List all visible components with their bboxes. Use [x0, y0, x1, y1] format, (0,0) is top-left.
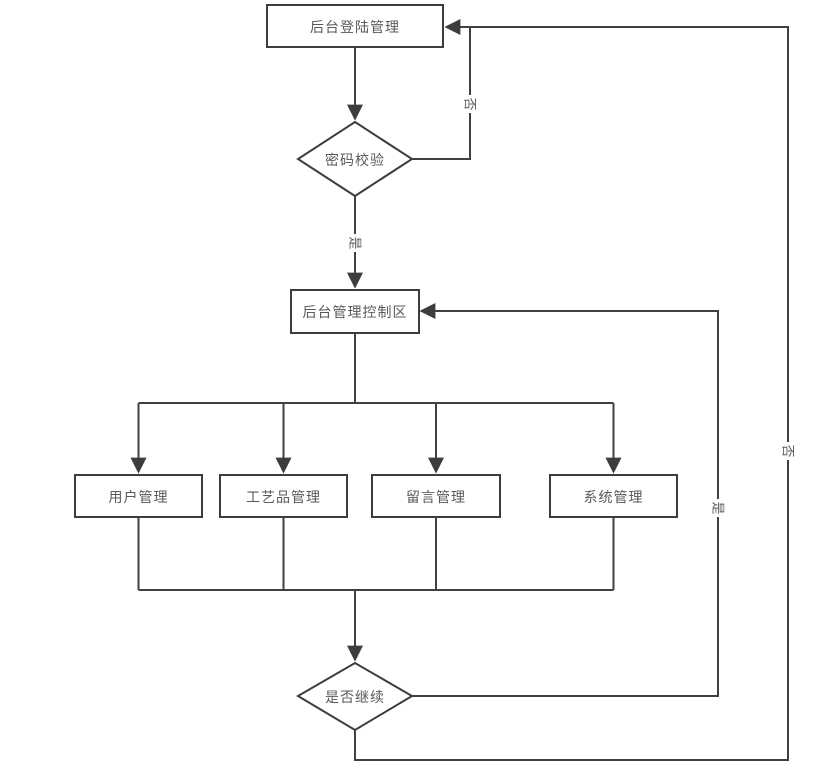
- node-user-label: 用户管理: [109, 489, 169, 505]
- node-login-label: 后台登陆管理: [310, 19, 400, 35]
- edge-label-verify-yes-text: 是: [348, 236, 363, 249]
- edge-label-continue-yes: 是: [709, 499, 727, 517]
- node-system-label: 系统管理: [584, 489, 644, 505]
- edge-label-continue-no-text: 否: [781, 444, 796, 457]
- node-system-box: [549, 474, 678, 518]
- edge-verify-no-to-login: [412, 19, 471, 160]
- edges: [130, 19, 789, 761]
- node-message: 留言管理: [371, 474, 501, 518]
- node-control-box: [290, 289, 420, 334]
- node-login: 后台登陆管理: [266, 4, 444, 48]
- edge-label-verify-no-bg: [461, 95, 479, 113]
- nodes: 后台登陆管理 密码校验 后台管理控制区 用户管理 工艺品管理 留言管理 系统管理: [74, 4, 678, 732]
- node-control: 后台管理控制区: [290, 289, 420, 334]
- edge-label-verify-yes-bg: [346, 234, 364, 252]
- edge-label-continue-yes-text: 是: [711, 501, 726, 514]
- node-continue-label: 是否继续: [325, 689, 385, 705]
- edge-continue-no-to-login: [354, 26, 789, 761]
- node-continue-diamond: [296, 661, 414, 732]
- node-verify-label: 密码校验: [325, 152, 385, 168]
- edge-label-continue-no: 否: [779, 442, 797, 460]
- edge-label-continue-no-bg: [779, 442, 797, 460]
- node-user: 用户管理: [74, 474, 203, 518]
- node-message-box: [371, 474, 501, 518]
- edge-label-verify-no-text: 否: [463, 97, 478, 110]
- node-control-label: 后台管理控制区: [303, 304, 408, 320]
- edge-labels: 否 是 是 否: [346, 95, 797, 517]
- edge-label-verify-yes: 是: [346, 234, 364, 252]
- node-craft: 工艺品管理: [219, 474, 348, 518]
- node-verify: 密码校验: [296, 120, 414, 198]
- node-login-box: [266, 4, 444, 48]
- node-user-box: [74, 474, 203, 518]
- node-message-label: 留言管理: [406, 489, 466, 505]
- node-continue: 是否继续: [296, 661, 414, 732]
- node-verify-diamond: [296, 120, 414, 198]
- edge-label-verify-no: 否: [461, 95, 479, 113]
- edge-label-continue-yes-bg: [709, 499, 727, 517]
- node-system: 系统管理: [549, 474, 678, 518]
- node-craft-box: [219, 474, 348, 518]
- node-craft-label: 工艺品管理: [246, 489, 321, 505]
